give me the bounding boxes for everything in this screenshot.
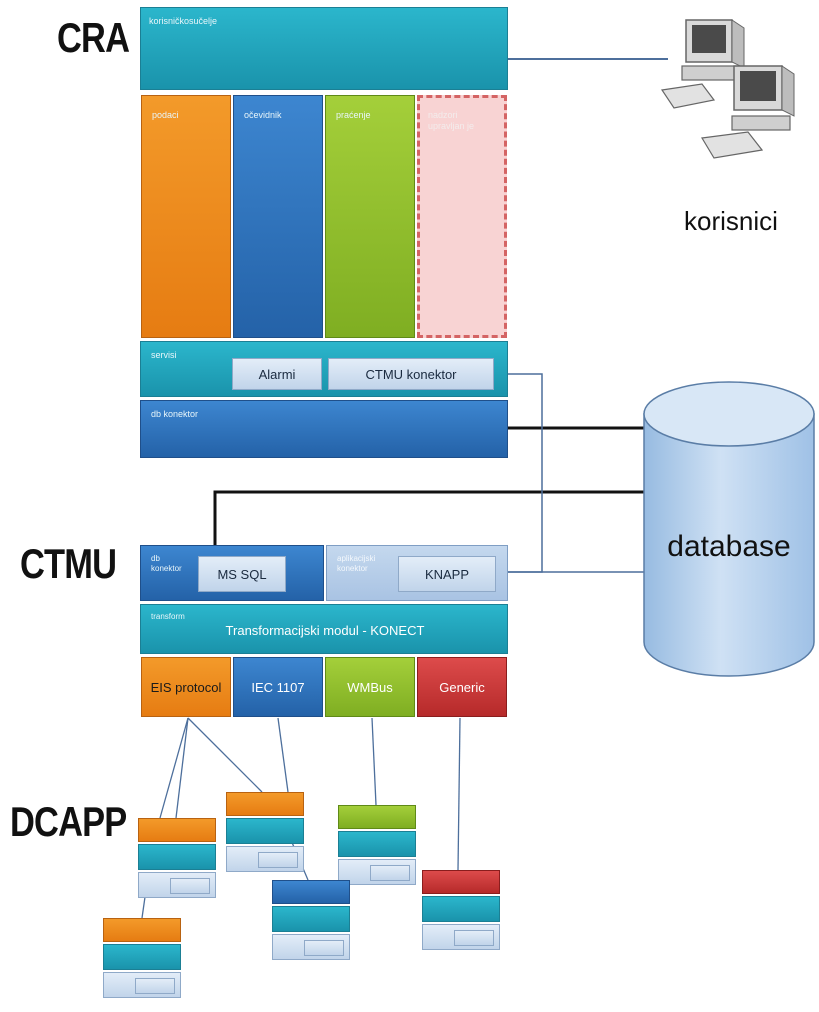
- device-top-bar: [103, 918, 181, 942]
- knapp-box: KNAPP: [398, 556, 496, 592]
- computers-icon: [660, 19, 795, 159]
- protocol-wmbus: WMBus: [325, 657, 415, 717]
- cra-column-pracenje: praćenje: [325, 95, 415, 338]
- device-top-bar: [338, 805, 416, 829]
- device-inner-box: [135, 978, 175, 994]
- dcapp-device-orange-1: [138, 818, 216, 898]
- column-label: očevidnik: [244, 110, 282, 120]
- transform-title: Transformacijski modul - KONECT: [225, 623, 425, 638]
- dcapp-device-orange-2: [226, 792, 304, 872]
- alarmi-box: Alarmi: [232, 358, 322, 390]
- cra-db-konektor: db konektor: [140, 400, 508, 458]
- cra-column-nadzori: nadzori upravljan je: [417, 95, 507, 338]
- services-label: servisi: [151, 350, 177, 360]
- protocol-generic: Generic: [417, 657, 507, 717]
- column-label: podaci: [152, 110, 179, 120]
- device-inner-box: [304, 940, 344, 956]
- dcapp-device-green: [338, 805, 416, 885]
- cra-user-interface: korisničkosučelje: [140, 7, 508, 90]
- database-cylinder-icon: database: [642, 380, 816, 680]
- section-title-ctmu: CTMU: [20, 540, 117, 587]
- section-title-cra: CRA: [57, 14, 130, 61]
- device-inner-box: [258, 852, 298, 868]
- cra-column-podaci: podaci: [141, 95, 231, 338]
- device-top-bar: [272, 880, 350, 904]
- db-konektor-label: db konektor: [151, 409, 199, 419]
- cra-column-ocevidnik: očevidnik: [233, 95, 323, 338]
- ctmu-konektor-box: CTMU konektor: [328, 358, 494, 390]
- users-label: korisnici: [684, 206, 778, 236]
- column-label: nadzori upravljan je: [428, 110, 475, 131]
- device-middle-bar: [138, 844, 216, 870]
- dcapp-device-red: [422, 870, 500, 950]
- device-middle-bar: [338, 831, 416, 857]
- device-inner-box: [170, 878, 210, 894]
- ctmu-db-konektor-label: db konektor: [151, 554, 182, 573]
- device-middle-bar: [103, 944, 181, 970]
- device-top-bar: [226, 792, 304, 816]
- device-inner-box: [454, 930, 494, 946]
- device-middle-bar: [272, 906, 350, 932]
- device-inner-box: [370, 865, 410, 881]
- dcapp-device-orange-3: [103, 918, 181, 998]
- app-konektor-label: aplikacijski konektor: [337, 554, 376, 573]
- column-label: praćenje: [336, 110, 371, 120]
- dcapp-device-blue: [272, 880, 350, 960]
- protocol-iec-1107: IEC 1107: [233, 657, 323, 717]
- transform-module: transform Transformacijski modul - KONEC…: [140, 604, 508, 654]
- transform-small-label: transform: [151, 612, 185, 621]
- device-top-bar: [138, 818, 216, 842]
- cra-user-interface-label: korisničkosučelje: [149, 16, 218, 26]
- protocol-eis: EIS protocol: [141, 657, 231, 717]
- device-top-bar: [422, 870, 500, 894]
- device-middle-bar: [422, 896, 500, 922]
- database-label: database: [667, 530, 791, 563]
- section-title-dcapp: DCAPP: [10, 798, 127, 845]
- ms-sql-box: MS SQL: [198, 556, 286, 592]
- device-middle-bar: [226, 818, 304, 844]
